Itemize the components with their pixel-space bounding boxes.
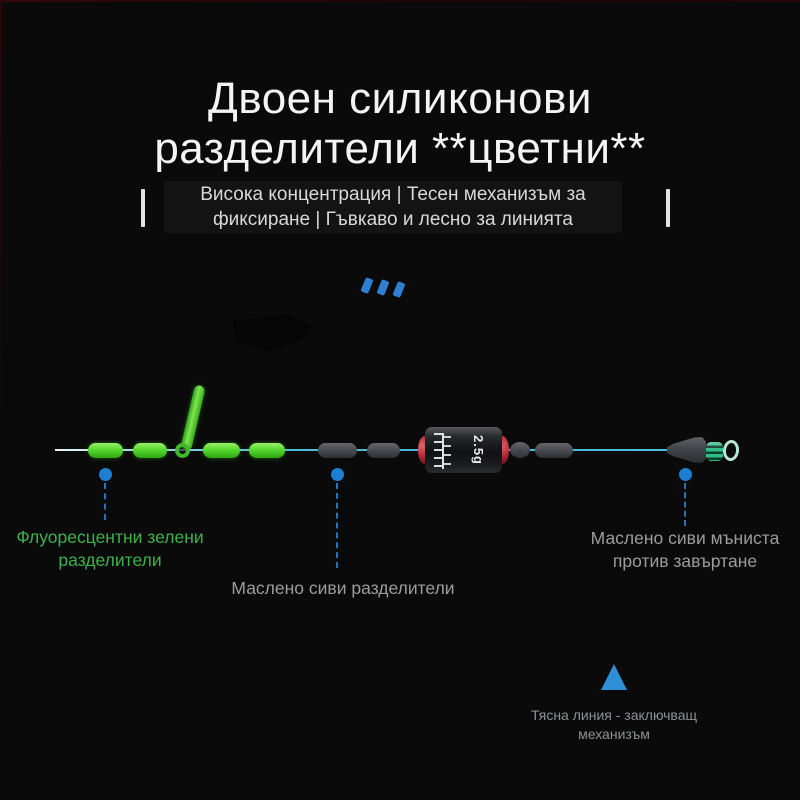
leader-dashed-line — [104, 483, 106, 520]
green-silicone-stopper — [203, 443, 240, 458]
page-title: Двоен силиконови разделители **цветни** — [0, 74, 800, 174]
label-line: Маслено сиви разделители — [231, 578, 455, 598]
swivel-ring — [721, 439, 741, 462]
title-line-2: разделители **цветни** — [154, 124, 646, 173]
green-silicone-stopper — [88, 443, 123, 458]
sinker-weight: 2.5g — [418, 426, 509, 474]
dark-decor-shape — [233, 314, 313, 352]
subtitle-line-1: Висока концентрация | Тесен механизъм за — [200, 184, 586, 205]
cone-bead — [667, 437, 706, 463]
weight-scale-line — [442, 433, 444, 469]
label-line: Маслено сиви мъниста — [590, 528, 780, 548]
subtitle-right-bar — [666, 189, 670, 227]
float-seat-stick — [180, 384, 206, 452]
footnote-line: Тясна линия - заключващ — [530, 707, 698, 723]
title-line-1: Двоен силиконови — [208, 74, 592, 123]
weight-scale-ticks — [444, 436, 451, 466]
left-edge-glow — [0, 0, 2, 430]
green-silicone-stopper — [249, 443, 285, 458]
subtitle-left-bar — [141, 189, 145, 227]
blue-tick-icon — [360, 277, 374, 294]
label-line: Флуоресцентни зелени — [16, 527, 204, 547]
swivel-barrel — [706, 442, 723, 461]
blue-tick-icon — [392, 281, 406, 298]
footnote-text: Тясна линия - заключващ механизъм — [514, 706, 714, 744]
footnote-line: механизъм — [578, 726, 650, 742]
subtitle-box: Висока концентрация | Тесен механизъм за… — [164, 181, 622, 233]
weight-body: 2.5g — [425, 427, 502, 473]
leader-dot — [331, 468, 344, 481]
weight-scale-ticks — [434, 433, 442, 469]
top-edge-glow — [0, 0, 800, 2]
subtitle-line-2: фиксиране | Гъвкаво и лесно за линията — [213, 209, 573, 230]
leader-dot — [679, 468, 692, 481]
leader-dashed-line — [336, 483, 338, 568]
float-seat-ring — [175, 443, 190, 458]
label-line: против завъртане — [612, 551, 758, 571]
gray-anti-twist-bead — [510, 442, 530, 458]
gray-anti-twist-bead — [535, 443, 573, 458]
weight-label: 2.5g — [471, 434, 487, 465]
label-line: разделители — [58, 550, 162, 570]
gray-silicone-stopper — [318, 443, 357, 458]
green-silicone-stopper — [133, 443, 167, 458]
leader-dashed-line — [684, 483, 686, 526]
triangle-up-icon — [601, 664, 627, 690]
leader-dot — [99, 468, 112, 481]
blue-tick-icon — [376, 279, 390, 296]
label-green-stoppers: Флуоресцентни зелени разделители — [10, 526, 210, 572]
label-gray-stoppers: Маслено сиви разделители — [223, 577, 463, 600]
label-anti-twist-beads: Маслено сиви мъниста против завъртане — [575, 527, 795, 573]
fishing-line — [55, 449, 670, 451]
gray-silicone-stopper — [367, 443, 400, 458]
